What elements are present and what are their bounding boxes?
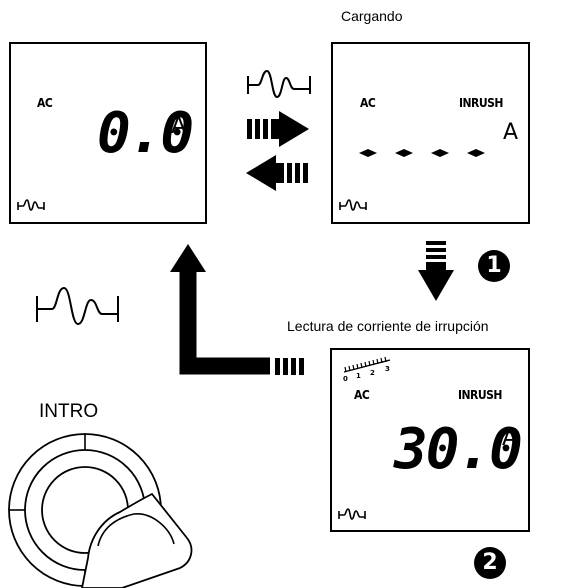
unit-label: A bbox=[502, 426, 518, 451]
unit-label: A bbox=[503, 120, 519, 145]
waveform-icon bbox=[339, 199, 367, 211]
step-2-badge: 2 bbox=[474, 547, 506, 579]
arrow-left-icon bbox=[246, 155, 308, 191]
display-loading: AC INRUSH A bbox=[331, 42, 530, 224]
inrush-tag: INRUSH bbox=[459, 96, 503, 110]
display-idle: AC 0.0 A bbox=[9, 42, 207, 224]
step-1-badge: 1 bbox=[478, 250, 510, 282]
bargraph-scale: 0 1 2 3 bbox=[343, 356, 391, 383]
unit-label: A bbox=[171, 114, 187, 139]
arrow-up-icon bbox=[170, 244, 304, 375]
arrow-down-icon bbox=[418, 241, 454, 301]
intro-caption: INTRO bbox=[39, 401, 99, 422]
scale-label-2: 2 bbox=[370, 369, 375, 377]
mode-label: AC bbox=[354, 388, 370, 402]
scale-label-0: 0 bbox=[343, 375, 348, 383]
arrow-right-icon bbox=[247, 111, 309, 147]
waveform-icon bbox=[247, 69, 311, 99]
loading-dashes bbox=[359, 149, 485, 157]
waveform-icon bbox=[36, 286, 119, 326]
waveform-icon bbox=[17, 199, 45, 211]
loading-caption: Cargando bbox=[341, 8, 403, 24]
scale-label-3: 3 bbox=[385, 365, 390, 373]
scale-label-1: 1 bbox=[356, 372, 361, 380]
rotary-dial-icon[interactable] bbox=[2, 428, 202, 588]
reading-value: 30.0 bbox=[394, 417, 523, 482]
reading-value: 0.0 bbox=[97, 101, 194, 166]
display-result: 0 1 2 3 AC INRUSH 30.0 A bbox=[330, 348, 530, 532]
mode-label: AC bbox=[360, 96, 376, 110]
waveform-icon bbox=[338, 508, 366, 520]
inrush-reading-caption: Lectura de corriente de irrupción bbox=[287, 318, 489, 334]
mode-label: AC bbox=[37, 96, 53, 110]
inrush-tag: INRUSH bbox=[458, 388, 502, 402]
